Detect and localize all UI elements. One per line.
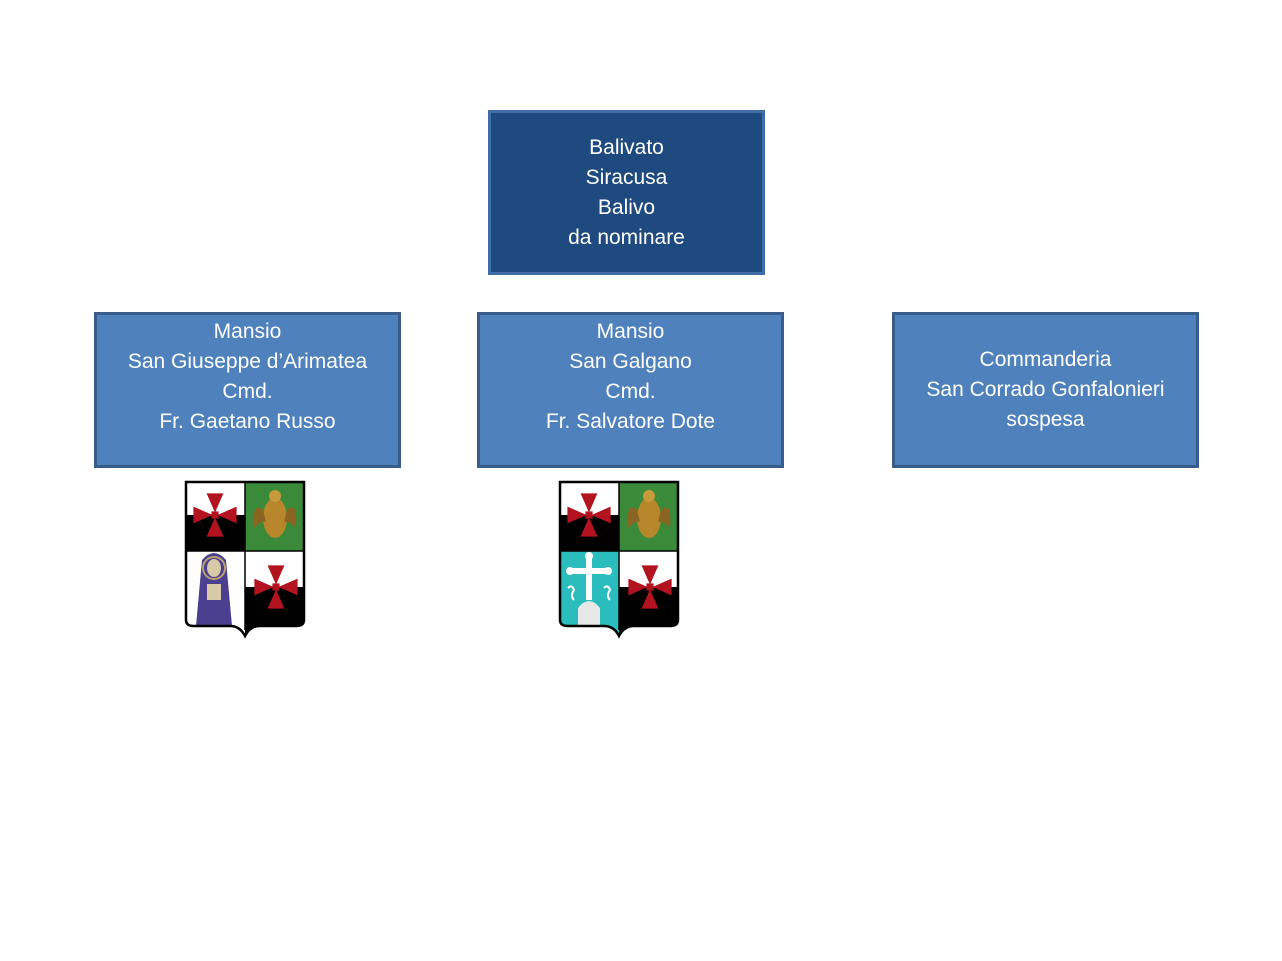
node-line: Balivo	[597, 195, 656, 219]
mansio-san-giuseppe-node: Mansio San Giuseppe d’Arimatea Cmd. Fr. …	[94, 312, 401, 468]
coat-of-arms-san-giuseppe-icon	[184, 480, 306, 639]
mansio-san-galgano-node: Mansio San Galgano Cmd. Fr. Salvatore Do…	[477, 312, 784, 468]
balivato-node: Balivato Siracusa Balivo da nominare	[488, 110, 765, 275]
node-line: Balivato	[589, 135, 664, 159]
node-line: Commanderia	[979, 348, 1112, 371]
node-line: sospesa	[1006, 408, 1085, 431]
node-line: Cmd.	[605, 380, 656, 403]
node-line: Mansio	[213, 320, 282, 343]
node-line: Fr. Salvatore Dote	[545, 410, 716, 433]
node-line: San Corrado Gonfalonieri	[926, 378, 1165, 401]
node-line: da nominare	[568, 225, 685, 249]
node-line: San Giuseppe d’Arimatea	[127, 350, 368, 373]
node-line: San Galgano	[569, 350, 692, 373]
node-line: Mansio	[596, 320, 665, 343]
coat-of-arms-san-galgano-icon	[558, 480, 680, 639]
node-line: Fr. Gaetano Russo	[159, 410, 336, 433]
node-line: Cmd.	[222, 380, 273, 403]
node-line: Siracusa	[585, 165, 668, 189]
commanderia-san-corrado-node: Commanderia San Corrado Gonfalonieri sos…	[892, 312, 1199, 468]
